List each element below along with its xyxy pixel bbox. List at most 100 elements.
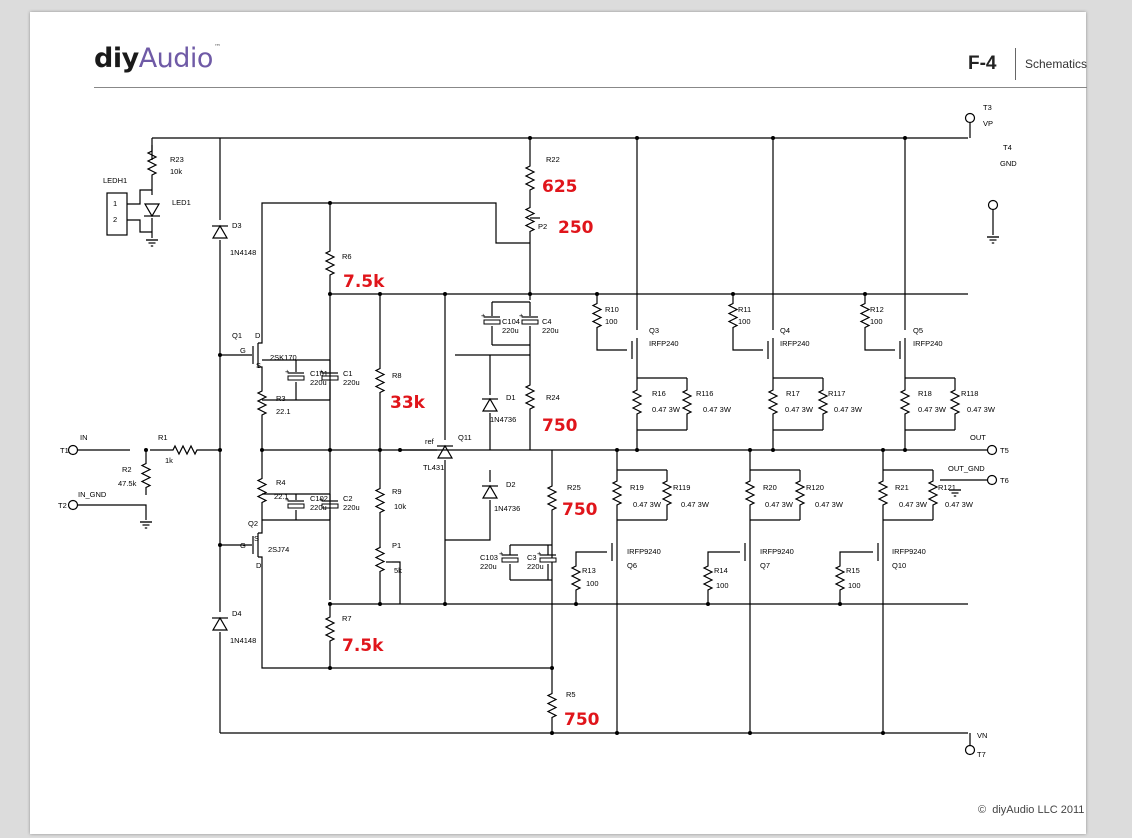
annotation-p2: 250: [558, 218, 594, 238]
label-r11-value: 100: [738, 317, 751, 326]
annotation-r5: 750: [564, 710, 600, 730]
label-d1-value: 1N4736: [490, 415, 516, 424]
c101-capacitor: [287, 375, 305, 381]
junction-dot: [260, 448, 264, 452]
cap-plus-sign: +: [499, 549, 504, 558]
junction-dot: [328, 666, 332, 670]
led1-diode: [143, 203, 161, 218]
label-r18: R18: [918, 389, 932, 398]
r4-resistor: [256, 470, 268, 515]
c102-capacitor: [287, 503, 305, 509]
label-d3-value: 1N4148: [230, 248, 256, 257]
label-q11-type: TL431: [423, 463, 444, 472]
label-c3: C3: [527, 553, 537, 562]
label-q1-type: 2SK170: [270, 353, 297, 362]
annotation-r6: 7.5k: [343, 272, 385, 292]
junction-dot: [615, 448, 619, 452]
cap-plus-sign: +: [285, 495, 290, 504]
q11-shunt: [436, 444, 454, 459]
ledh1-connector: [106, 192, 128, 236]
wire: [596, 335, 627, 351]
label-q7-type: IRFP9240: [760, 547, 794, 556]
document-id: F-4: [968, 53, 997, 74]
junction-dot: [550, 731, 554, 735]
junction-dot: [771, 448, 775, 452]
label-r10-value: 100: [605, 317, 618, 326]
label-pin1: 1: [113, 199, 117, 208]
wire: [864, 335, 895, 351]
label-vp: VP: [983, 119, 993, 128]
label-r13-value: 100: [586, 579, 599, 588]
label-q2: Q2: [248, 519, 258, 528]
wire: [839, 551, 873, 565]
label-r119: R119: [673, 483, 690, 492]
label-r6: R6: [342, 252, 352, 261]
label-r17-value: 0.47 3W: [785, 405, 814, 414]
r7-resistor: [324, 612, 336, 650]
label-r16-value: 0.47 3W: [652, 405, 681, 414]
junction-dot: [443, 292, 447, 296]
label-p1: P1: [392, 541, 401, 550]
r8-resistor: [374, 365, 386, 400]
r11-resistor: [727, 300, 739, 335]
junction-dot: [378, 602, 382, 606]
r120-resistor: [794, 470, 806, 520]
ledh1-pin1-wire: [127, 189, 152, 205]
r2-resistor: [140, 460, 152, 495]
label-r121-value: 0.47 3W: [945, 500, 974, 509]
label-q2-g: G: [240, 541, 246, 550]
annotation-r22: 625: [542, 177, 578, 197]
label-q7: Q7: [760, 561, 770, 570]
label-q2-s: S: [254, 534, 259, 543]
q1-drain-wire: [258, 202, 530, 344]
document-title: Schematics: [1025, 57, 1088, 71]
label-r116: R116: [696, 389, 713, 398]
junction-dot: [528, 136, 532, 140]
junction-dot: [706, 602, 710, 606]
label-r17: R17: [786, 389, 800, 398]
label-r22: R22: [546, 155, 560, 164]
label-r24: R24: [546, 393, 560, 402]
label-r19-value: 0.47 3W: [633, 500, 662, 509]
label-r11: R11: [738, 305, 751, 314]
label-r21: R21: [895, 483, 909, 492]
junction-dot: [615, 731, 619, 735]
annotation-r25: 750: [562, 500, 598, 520]
label-q6-type: IRFP9240: [627, 547, 661, 556]
label-q5: Q5: [913, 326, 923, 335]
label-p2: P2: [538, 222, 547, 231]
header-divider: [1015, 48, 1016, 80]
label-r23-value: 10k: [170, 167, 182, 176]
label-pin2: 2: [113, 215, 117, 224]
label-q1-d: D: [255, 331, 261, 340]
junction-dot: [443, 602, 447, 606]
label-c102-value: 220u: [310, 503, 327, 512]
c103-capacitor: [501, 557, 519, 563]
p2-potentiometer: [524, 205, 536, 238]
junction-dot: [748, 448, 752, 452]
t7-terminal: [964, 744, 976, 756]
q2-drain-wire: [258, 556, 552, 669]
label-r18-value: 0.47 3W: [918, 405, 947, 414]
q1-source-wire: [258, 366, 263, 385]
wire: [732, 335, 763, 351]
label-in-gnd: IN_GND: [78, 490, 107, 499]
junction-dot: [903, 448, 907, 452]
t6-terminal: [986, 474, 998, 486]
label-r117-value: 0.47 3W: [834, 405, 863, 414]
junction-dot: [528, 292, 532, 296]
r3-resistor: [256, 385, 268, 425]
label-out: OUT: [970, 433, 986, 442]
label-r1: R1: [158, 433, 168, 442]
label-c104-value: 220u: [502, 326, 519, 335]
r21-resistor: [877, 470, 889, 520]
r9-resistor: [374, 485, 386, 520]
label-r14-value: 100: [716, 581, 729, 590]
label-q4-type: IRFP240: [780, 339, 810, 348]
wire: [445, 500, 491, 541]
r17-resistor: [767, 378, 779, 430]
label-r120: R120: [806, 483, 824, 492]
label-r121: R121: [938, 483, 956, 492]
schematic-sheet: diyAudio™ F-4 Schematics © diyAudio LLC …: [30, 12, 1088, 834]
